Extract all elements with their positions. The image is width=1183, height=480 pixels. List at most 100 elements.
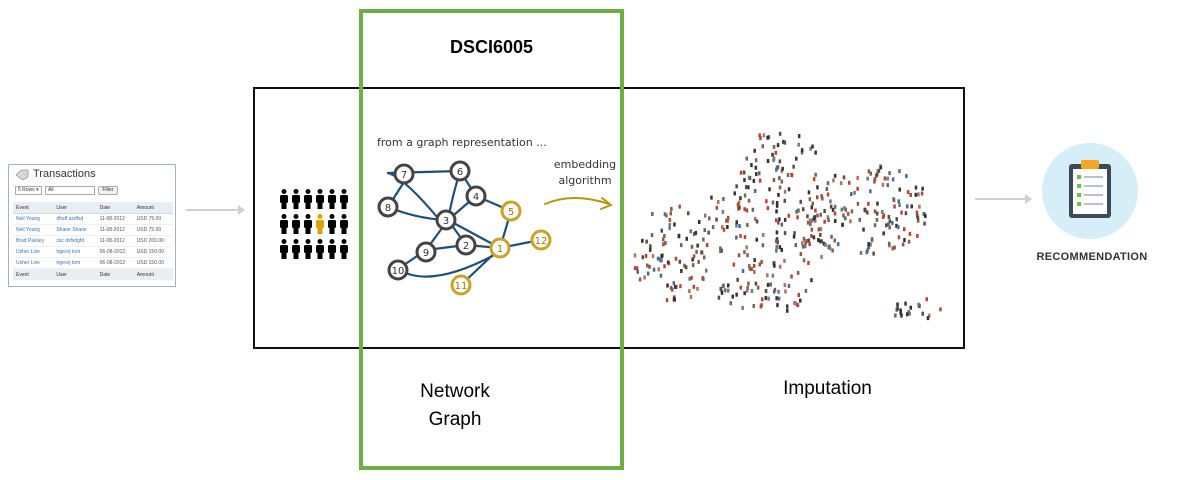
embedding-point (756, 285, 760, 290)
user-cell[interactable]: dfsdf asdfsd (53, 213, 97, 225)
embedding-point (768, 187, 771, 192)
embedding-point (819, 239, 822, 244)
embedding-point (772, 158, 775, 163)
embedding-point (775, 203, 779, 208)
embedding-point (921, 311, 924, 316)
embedding-point (873, 177, 877, 182)
embedding-point (775, 167, 778, 172)
filter-button[interactable]: Filter (98, 186, 118, 195)
embedding-point (739, 234, 742, 239)
embedding-point (748, 264, 751, 268)
embedding-point (796, 215, 799, 220)
embedding-point (657, 267, 660, 272)
embedding-point (766, 206, 770, 211)
embedding-point (738, 205, 741, 210)
embedding-point (680, 269, 683, 273)
embedding-point (724, 288, 727, 293)
embedding-point (881, 182, 885, 187)
embedding-point (680, 243, 683, 248)
embedding-point (808, 197, 812, 202)
column-header[interactable]: Event (13, 202, 54, 214)
event-cell[interactable]: Usher Live (13, 246, 54, 258)
embedding-point (733, 191, 736, 196)
embedding-point (711, 225, 715, 230)
embedding-point (663, 264, 666, 269)
embedding-point (726, 218, 729, 223)
graph-node: 10 (387, 259, 409, 281)
person-figure (280, 239, 288, 259)
embedding-point (754, 281, 758, 286)
person-figure (328, 189, 336, 209)
embedding-point (898, 169, 901, 174)
column-header[interactable]: Date (96, 202, 134, 214)
embedding-point (775, 230, 779, 235)
embedding-point (907, 310, 910, 315)
rows-select-value: 5 Rows (18, 187, 35, 193)
embedding-point (771, 152, 774, 157)
embedding-point (688, 289, 691, 294)
embedding-point (810, 278, 813, 283)
filter-select[interactable]: All (44, 186, 95, 195)
user-cell[interactable]: zxc dsfsdgfd (53, 235, 97, 247)
user-cell[interactable]: trgeorj tom (53, 246, 97, 258)
embedding-point (753, 270, 756, 274)
embedding-point (910, 204, 913, 209)
graph-node: 3 (435, 209, 457, 231)
user-cell[interactable]: trgeorj tom (53, 257, 97, 269)
embedding-point (914, 192, 917, 197)
rows-select[interactable]: 5 Rows ▾ (15, 186, 42, 195)
embedding-point (800, 148, 804, 153)
table-row: Brad Paisley zxc dsfsdgfd 11-08-2012 USD… (13, 235, 173, 247)
embedding-point (741, 305, 744, 310)
embedding-point (650, 233, 654, 238)
embedding-point (780, 179, 784, 184)
column-header[interactable]: User (53, 202, 97, 214)
embedding-point (859, 250, 863, 255)
event-cell[interactable]: Usher Live (13, 257, 54, 269)
embedding-point (795, 209, 798, 214)
embedding-point (869, 242, 872, 247)
embedding-point (761, 297, 764, 302)
event-cell[interactable]: Brad Paisley (13, 235, 54, 247)
embedding-point (877, 168, 881, 173)
embedding-point (669, 286, 673, 290)
embedding-point (778, 245, 782, 250)
event-cell[interactable]: Neil Young (13, 224, 54, 236)
graph-node: 2 (455, 234, 477, 256)
embedding-point (702, 237, 705, 242)
embedding-point (672, 281, 676, 286)
embedding-point (652, 267, 656, 272)
embedding-point (810, 218, 814, 223)
course-label: DSCI6005 (449, 37, 534, 57)
embedding-point (939, 307, 942, 312)
embedding-point (892, 198, 896, 202)
column-header[interactable]: Amount (133, 202, 173, 214)
embedding-point (780, 247, 783, 252)
embedding-point (641, 255, 645, 260)
embedding-point (867, 242, 870, 247)
embedding-point (758, 171, 761, 176)
embedding-point (761, 243, 765, 248)
embedding-point (894, 313, 897, 318)
embedding-point (817, 227, 820, 232)
embedding-point (766, 282, 770, 287)
embedding-point (678, 259, 682, 264)
embedding-point (797, 134, 801, 139)
embedding-point (772, 144, 776, 149)
embedding-point (721, 284, 725, 289)
embedding-point (823, 219, 826, 224)
event-cell[interactable]: Neil Young (13, 213, 54, 225)
embedding-point (760, 259, 763, 264)
embedding-point (828, 246, 832, 251)
tag-icon (15, 169, 29, 181)
embedding-point (783, 258, 786, 263)
embedding-point (776, 303, 779, 308)
user-cell[interactable]: Shane Shane (53, 224, 97, 236)
embedding-point (774, 218, 778, 223)
embedding-point (717, 200, 720, 204)
embedding-point (797, 142, 800, 147)
embedding-point (870, 237, 874, 242)
embedding-point (801, 241, 804, 246)
embedding-point (832, 178, 835, 183)
embedding-point (644, 253, 648, 258)
